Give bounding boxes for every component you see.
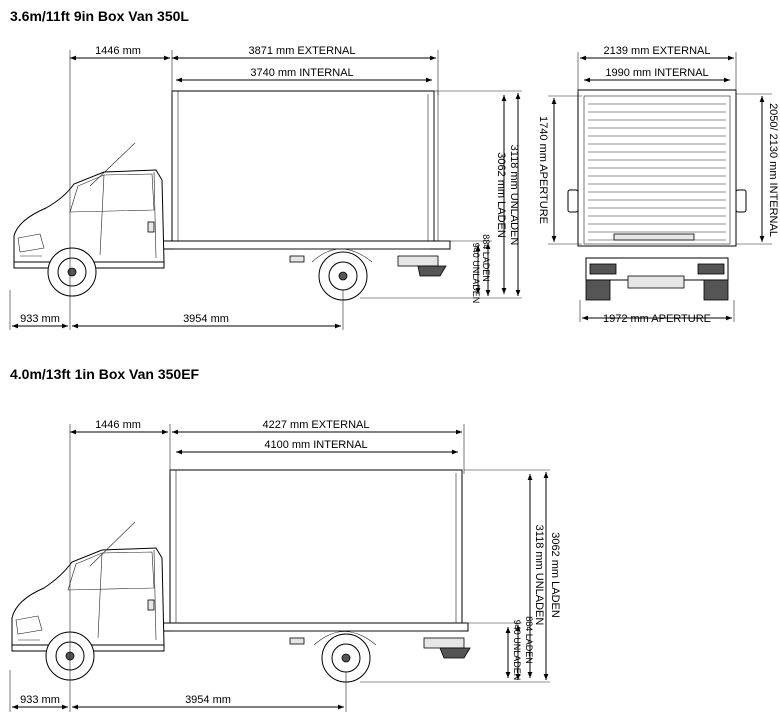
van1-cab-dim: 1446 mm	[95, 45, 141, 57]
van1-dimensions: 1446 mm 3871 mm EXTERNAL 3740 mm INTERNA…	[9, 45, 522, 330]
van2-cab	[11, 547, 165, 646]
van1-box-body	[171, 90, 435, 242]
van1-roller-shutter	[588, 103, 726, 241]
van2-front-overhang-dim: 933 mm	[20, 694, 60, 706]
van1-rear-height-internal: 2050/ 2130 mm INTERNAL	[767, 103, 779, 237]
van2-dimensions: 1446 mm 4227 mm EXTERNAL 4100 mm INTERNA…	[9, 419, 561, 712]
van1-external-dim: 3871 mm EXTERNAL	[249, 45, 356, 57]
van1-rear-right-wheels	[703, 279, 729, 301]
van2-floor-laden: 884 LADEN	[524, 616, 534, 664]
van1-height-laden: 3062 mm LADEN	[495, 152, 507, 238]
van2-height-unladen: 3118 mm UNLADEN	[533, 525, 545, 626]
van1-wheelbase-dim: 3954 mm	[183, 313, 229, 325]
van1-left-mirror	[567, 189, 579, 213]
van1-front-overhang-dim: 933 mm	[20, 313, 60, 325]
van2-side-view	[11, 469, 471, 683]
van2-box-body	[169, 469, 463, 624]
van1-rear-width-external: 2139 mm EXTERNAL	[604, 45, 711, 57]
van1-floor-unladen: 940 UNLADEN	[471, 243, 481, 304]
van2-wheelbase-dim: 3954 mm	[185, 694, 231, 706]
van1-rear-dimensions: 2139 mm EXTERNAL 1990 mm INTERNAL 1972 m…	[537, 45, 779, 325]
van1-title: 3.6m/11ft 9in Box Van 350L	[10, 8, 189, 24]
van1-rear-width-internal: 1990 mm INTERNAL	[605, 67, 708, 79]
van1-floor-laden: 884 LADEN	[481, 234, 491, 282]
van1-rear-view	[567, 89, 747, 301]
van1-rear-aperture-width: 1972 mm APERTURE	[603, 313, 711, 325]
van1-height-unladen: 3118 mm UNLADEN	[508, 145, 520, 246]
van1-side-view	[13, 90, 451, 301]
van2-internal-dim: 4100 mm INTERNAL	[264, 439, 367, 451]
van1-right-mirror	[735, 189, 747, 213]
van2-floor-unladen: 940 UNLADEN	[512, 620, 522, 681]
van2-height-laden: 3062 mm LADEN	[549, 532, 561, 618]
van2-cab-dim: 1446 mm	[95, 419, 141, 431]
van2-external-dim: 4227 mm EXTERNAL	[263, 419, 370, 431]
van1-internal-dim: 3740 mm INTERNAL	[250, 67, 353, 79]
van1-rear-aperture-height: 1740 mm APERTURE	[537, 116, 549, 224]
van2-title: 4.0m/13ft 1in Box Van 350EF	[10, 366, 200, 382]
van1-rear-left-wheels	[585, 279, 611, 301]
van1-cab	[13, 169, 165, 263]
